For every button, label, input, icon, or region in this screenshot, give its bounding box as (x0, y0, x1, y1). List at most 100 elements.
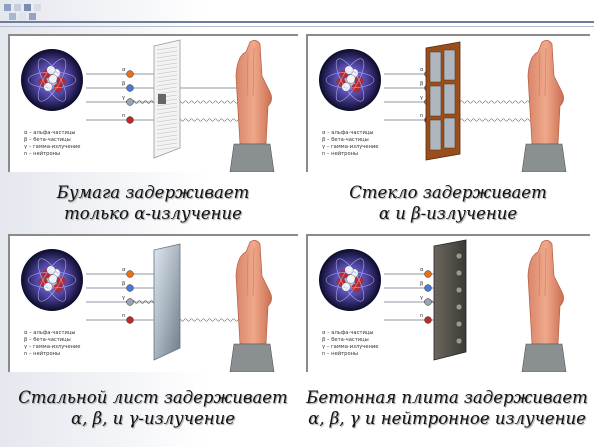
concrete-bolt (455, 337, 463, 345)
finger-crease (538, 53, 541, 97)
hand (521, 40, 567, 172)
particle-alpha (126, 270, 134, 278)
ray-pass-neutron (171, 118, 245, 122)
sleeve (229, 143, 275, 172)
palm (527, 40, 564, 145)
paper-text-line (156, 46, 178, 51)
particle-alpha (424, 270, 432, 278)
finger-crease (252, 247, 255, 297)
legend-entry: β – бета-частицы (24, 337, 71, 343)
caption-line: α и β-излучение (378, 204, 518, 223)
sleeve (521, 343, 567, 372)
concrete-bolt (455, 286, 463, 294)
ray-symbol-gamma: γ (122, 295, 125, 301)
window-pane (429, 51, 442, 83)
window-pane (443, 83, 456, 115)
electron-orbit (335, 258, 365, 302)
paper-text-line (156, 138, 178, 143)
legend-entry: β – бета-частицы (322, 137, 369, 143)
caption-glass: Стекло задерживает α и β-излучение (306, 182, 590, 224)
ray-symbol-alpha: α (122, 267, 126, 273)
electron-orbit (27, 271, 77, 289)
electron-orbit (335, 58, 365, 102)
paper-text-line (156, 122, 178, 127)
deco-square (19, 13, 26, 20)
nucleon (48, 274, 58, 284)
paper-text-line (156, 86, 178, 91)
paper-text-line (156, 110, 178, 115)
deco-square (34, 4, 41, 11)
legend-entry: γ – гамма-излучение (322, 144, 378, 150)
finger-crease (246, 53, 249, 97)
caption-line: α, β, γ и нейтронное излучение (308, 409, 586, 428)
ray-pass-neutron (171, 318, 245, 322)
paper-text-line (156, 102, 178, 107)
hand (521, 240, 567, 372)
legend-entry: β – бета-частицы (24, 137, 71, 143)
deco-square (29, 13, 36, 20)
finger-crease (544, 47, 547, 97)
legend-entry: α – альфа-частицы (322, 330, 373, 336)
particle-neutron (424, 316, 432, 324)
header-rule-thin (0, 26, 594, 27)
ray-symbol-gamma: γ (420, 95, 423, 101)
window-pane (443, 49, 456, 81)
concrete-bolt (455, 303, 463, 311)
ray-pass-gamma (447, 100, 545, 104)
palm (527, 240, 564, 345)
deco-square (4, 4, 11, 11)
legend-entry: γ – гамма-излучение (24, 144, 80, 150)
ray-symbol-alpha: α (420, 267, 424, 273)
concrete-bolt (455, 252, 463, 260)
ray-pass-neutron (447, 118, 545, 122)
legend-entry: γ – гамма-излучение (24, 344, 80, 350)
ray-symbol-beta: β (122, 281, 125, 287)
paper-text-line (156, 78, 178, 83)
nucleon (346, 274, 356, 284)
caption-steel: Стальной лист задерживает α, β, и γ-излу… (4, 387, 302, 429)
ray-symbol-neutron: n (122, 313, 125, 319)
electron-orbit (37, 58, 67, 102)
ray-pass-gamma (171, 100, 245, 104)
legend-entry: α – альфа-частицы (24, 330, 75, 336)
finger-crease (246, 253, 249, 297)
nucleon (48, 74, 58, 84)
paper-text-line (156, 62, 178, 67)
paper-text-line (156, 126, 178, 131)
paper-text-line (156, 142, 178, 147)
ray-symbol-neutron: n (122, 113, 125, 119)
legend-entry: n – нейтроны (322, 150, 358, 157)
caption-line: Стальной лист задерживает (18, 388, 288, 407)
legend-entry: α – альфа-частицы (24, 130, 75, 136)
particle-alpha (126, 70, 134, 78)
ray-symbol-beta: β (420, 81, 423, 87)
particle-beta (424, 284, 432, 292)
paper-text-line (156, 70, 178, 75)
caption-line: α, β, и γ-излучение (71, 409, 235, 428)
legend-entry: n – нейтроны (322, 350, 358, 357)
paper-text-line (156, 106, 178, 111)
concrete-bolt (455, 320, 463, 328)
paper-text-line (156, 58, 178, 63)
legend-entry: γ – гамма-излучение (322, 344, 378, 350)
header-rule (0, 21, 594, 23)
ray-symbol-gamma: γ (122, 95, 125, 101)
ray-symbol-neutron: n (420, 113, 423, 119)
paper-text-line (156, 90, 178, 95)
sleeve (229, 343, 275, 372)
electron-orbit (37, 258, 67, 302)
electron-orbit (37, 58, 67, 102)
ray-symbol-alpha: α (420, 67, 424, 73)
paper-photo (158, 94, 166, 104)
paper-text-line (156, 146, 178, 151)
electron-orbit (335, 258, 365, 302)
concrete-bolt (455, 269, 463, 277)
caption-line: Бетонная плита задерживает (306, 388, 588, 407)
paper-text-line (156, 130, 178, 135)
